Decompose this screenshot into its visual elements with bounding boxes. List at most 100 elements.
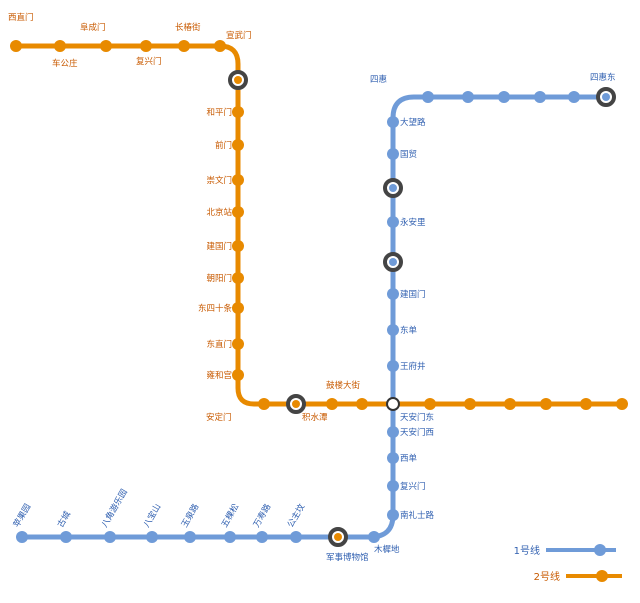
line2-station-dot[interactable] [616,398,628,410]
line1-station-label: 八宝山 [141,502,163,530]
line1-station-label: 四惠东 [590,72,616,83]
line1-station-dot[interactable] [387,480,399,492]
interchange-jishuitan-core [234,76,242,84]
line2-station-dot[interactable] [464,398,476,410]
line2-station-label: 积水潭 [302,412,328,423]
legend-line2-dot [596,570,608,582]
line1-station-dot[interactable] [387,216,399,228]
line2-station-dot[interactable] [232,302,244,314]
legend: 1号线 2号线 [514,544,622,583]
line1-station-label: 四惠 [370,74,387,85]
line1-station-dot[interactable] [387,426,399,438]
line1-station-dot[interactable] [387,509,399,521]
line2-station-dot[interactable] [424,398,436,410]
line2-station-dot[interactable] [232,338,244,350]
legend-line1-dot [594,544,606,556]
line1-station-label: 万寿路 [251,501,274,529]
line2-station-dot[interactable] [232,272,244,284]
line2-station-label: 西直门 [8,12,34,23]
line2-station-dot[interactable] [178,40,190,52]
line2-station-dot[interactable] [54,40,66,52]
line2-station-dot[interactable] [232,174,244,186]
line2-station-dot[interactable] [232,139,244,151]
line2-station-dot[interactable] [326,398,338,410]
line1-station-dot[interactable] [256,531,268,543]
line1-station-dot[interactable] [534,91,546,103]
line1-station-label: 永安里 [400,217,426,228]
line1-station-dot[interactable] [387,116,399,128]
line1-station-dot[interactable] [16,531,28,543]
line-2-route [16,43,622,407]
line2-station-dot[interactable] [356,398,368,410]
line2-station-dot[interactable] [232,240,244,252]
line1-station-dot[interactable] [387,148,399,160]
line2-station-dot[interactable] [504,398,516,410]
line2-station-label: 复兴门 [136,56,162,67]
line2-station-dot[interactable] [214,40,226,52]
line1-station-label: 天安门西 [400,427,434,438]
line-1-route [20,94,606,540]
line1-station-dot[interactable] [498,91,510,103]
line2-station-dot[interactable] [232,206,244,218]
line2-station-label: 宣武门 [226,30,252,41]
interchange-dongzhimen-core [389,184,397,192]
legend-line2-label: 2号线 [534,570,560,583]
line1-station-label: 国贸 [400,149,417,160]
line1-station-label: 八角游乐园 [99,487,130,529]
line1-station-label: 天安门东 [400,412,434,423]
line1-station-label: 苹果园 [11,502,33,530]
interchange-sihuidong-core [602,93,610,101]
line2-station-label: 车公庄 [52,58,78,69]
line2-station-dot[interactable] [580,398,592,410]
line1-station-dot[interactable] [224,531,236,543]
line1-station-dot[interactable] [104,531,116,543]
legend-line1-label: 1号线 [514,544,540,557]
line2-station-dot[interactable] [100,40,112,52]
line1-station-dot[interactable] [290,531,302,543]
line2-station-label: 东四十条 [198,303,233,314]
line1-station-label: 木樨地 [374,544,400,555]
interchange-chaoyangmen-core [389,258,397,266]
interchange-xizhimen-south-core [292,400,300,408]
line1-station-label: 东单 [400,325,418,336]
line2-station-dot[interactable] [232,106,244,118]
line1-station-label: 复兴门 [400,481,426,492]
interchange-center[interactable] [386,397,400,411]
line1-station-dot[interactable] [368,531,380,543]
line2-station-label: 前门 [215,140,232,151]
line1-station-label: 南礼士路 [400,510,435,521]
line1-station-label: 建国门 [400,289,426,300]
line1-station-dot[interactable] [387,360,399,372]
line2-station-dot[interactable] [140,40,152,52]
line1-station-dot[interactable] [387,324,399,336]
line1-station-dot[interactable] [387,452,399,464]
line2-station-dot[interactable] [232,369,244,381]
line1-station-label: 古城 [55,509,73,530]
line1-station-dot[interactable] [462,91,474,103]
line1-station-dot[interactable] [146,531,158,543]
line1-station-dot[interactable] [568,91,580,103]
line2-station-label: 崇文门 [206,175,232,186]
line1-station-label: 五棵松 [219,501,242,529]
line1-station-label: 公主坟 [285,501,308,529]
line2-station-label: 鼓楼大街 [326,380,361,391]
line1-station-dot[interactable] [184,531,196,543]
line2-station-label: 东直门 [206,339,232,350]
line2-station-label: 长椿街 [175,22,201,33]
line1-station-dot[interactable] [387,288,399,300]
line1-station-dot[interactable] [60,531,72,543]
line2-station-dot[interactable] [540,398,552,410]
line1-station-dot[interactable] [422,91,434,103]
line2-station-label: 北京站 [206,207,232,218]
line2-station-dot[interactable] [10,40,22,52]
line1-station-label: 大望路 [400,117,426,128]
line2-station-label: 阜成门 [80,22,106,33]
line2-station-label: 和平门 [206,107,232,118]
line2-station-label: 雍和宫 [206,370,232,381]
line1-station-label: 西单 [400,453,418,464]
line2-station-label: 安定门 [206,412,232,423]
line2-station-label: 朝阳门 [206,273,232,284]
line1-station-label: 玉泉路 [179,501,202,529]
line2-station-dot[interactable] [258,398,270,410]
